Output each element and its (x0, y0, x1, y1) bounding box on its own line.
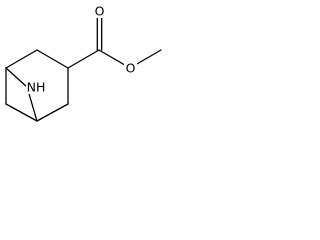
ester-oxygen-text: O (126, 61, 136, 76)
bond-c2-to-c3 (36, 49, 69, 69)
carbonyl-oxygen-text: O (95, 4, 105, 19)
bond-c4-to-bridgehead-bottom (36, 103, 69, 122)
carbonyl-oxygen-label: O (93, 4, 106, 19)
bridge-nitrogen-label: NH (26, 79, 46, 95)
bond-bridgehead-bottom-to-c6 (5, 103, 38, 122)
bond-bridgehead-top-to-nitrogen (5, 67, 28, 88)
molecule-drawing: NH O O (5, 4, 162, 122)
bond-ring-to-carbonyl-carbon (67, 49, 100, 69)
bond-bridgehead-top-to-c2 (5, 49, 38, 69)
ester-oxygen-label: O (124, 61, 137, 76)
bridge-nitrogen-text: NH (27, 80, 46, 95)
structure-canvas: NH O O (0, 0, 182, 134)
